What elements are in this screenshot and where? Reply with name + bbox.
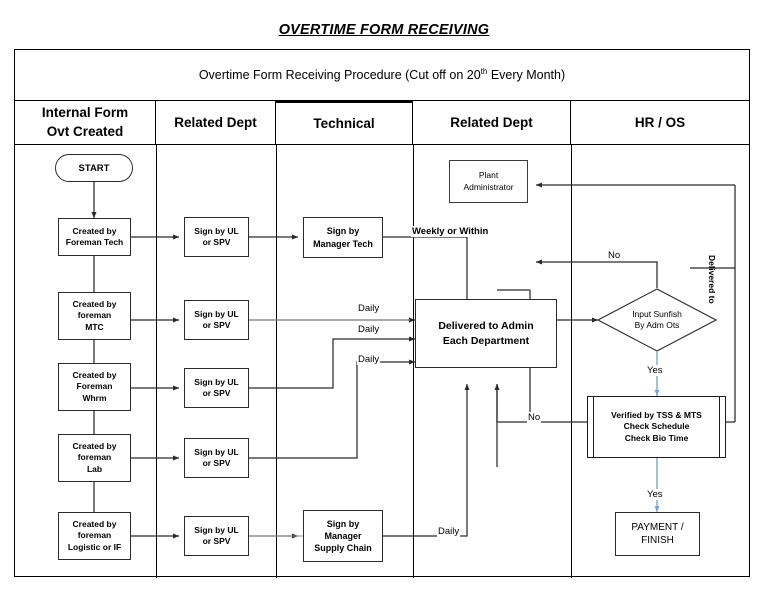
- node-line-2: Manager Tech: [313, 238, 373, 249]
- column-header-related-dept-1: Related Dept: [156, 101, 276, 144]
- node-created-by-foreman-whrm[interactable]: Created by Foreman Whrm: [58, 363, 131, 411]
- subtitle-text: Overtime Form Receiving Procedure (Cut o…: [199, 67, 565, 82]
- header-line-1: HR / OS: [634, 114, 686, 130]
- node-line-2: Check Schedule: [623, 421, 690, 432]
- node-line-1: Delivered to Admin: [438, 320, 534, 333]
- edge-label-yes-2: Yes: [646, 489, 664, 500]
- node-line-1: Sign by: [326, 518, 360, 529]
- edge-label-daily-2: Daily: [357, 324, 381, 335]
- page-title: OVERTIME FORM RECEIVING: [278, 22, 490, 38]
- column-header-technical: Technical: [276, 101, 413, 144]
- node-label: START: [78, 162, 110, 174]
- subtitle-suffix: Every Month): [487, 68, 566, 83]
- node-line-1: Created by: [72, 440, 117, 451]
- header-line-1: Internal Form: [41, 105, 129, 121]
- node-line-2: Foreman Tech: [65, 237, 124, 247]
- node-start[interactable]: START: [55, 154, 133, 182]
- column-divider-1: [156, 145, 157, 578]
- node-line-1: Sign by UL: [194, 446, 239, 457]
- subtitle-prefix: Overtime Form Receiving Procedure (Cut o…: [198, 68, 481, 83]
- column-divider-3: [413, 145, 414, 578]
- header-line-2: Ovt Created: [46, 123, 124, 139]
- node-input-sunfish-by-adm-ots[interactable]: Input Sunfish By Adm Ots: [597, 288, 717, 352]
- node-created-by-foreman-mtc[interactable]: Created by foreman MTC: [58, 292, 131, 340]
- node-plant-administrator[interactable]: Plant Administrator: [449, 160, 528, 203]
- node-line-1: Created by: [72, 518, 117, 529]
- node-line-2: or SPV: [202, 320, 231, 330]
- node-label-group: Input Sunfish By Adm Ots: [632, 309, 682, 332]
- edge-label-yes-1: Yes: [646, 365, 664, 376]
- node-line-3: MTC: [85, 321, 104, 332]
- node-line-3: Whrm: [82, 392, 107, 403]
- node-created-by-foreman-lab[interactable]: Created by foreman Lab: [58, 434, 131, 482]
- node-line-2: Manager: [324, 530, 362, 541]
- node-line-3: Lab: [86, 463, 103, 474]
- node-created-by-foreman-logistic-or-if[interactable]: Created by foreman Logistic or IF: [58, 512, 131, 560]
- column-header-row: Internal Form Ovt Created Related Dept T…: [15, 101, 749, 145]
- node-line-1: Plant: [478, 170, 499, 181]
- node-line-1: Sign by UL: [194, 308, 239, 319]
- header-line-1: Related Dept: [450, 114, 533, 130]
- node-sign-by-ul-or-spv-2[interactable]: Sign by UL or SPV: [184, 300, 249, 340]
- node-line-1: Created by: [72, 225, 117, 236]
- node-line-2: or SPV: [202, 237, 231, 247]
- node-line-1: Sign by: [326, 226, 360, 237]
- node-sign-by-ul-or-spv-1[interactable]: Sign by UL or SPV: [184, 217, 249, 257]
- column-header-hr-os: HR / OS: [571, 101, 749, 144]
- node-line-3: Logistic or IF: [67, 541, 122, 552]
- node-verified-by-tss-and-mts[interactable]: Verified by TSS & MTS Check Schedule Che…: [587, 396, 726, 458]
- node-line-1: Input Sunfish: [632, 308, 682, 319]
- header-line-1: Technical: [313, 115, 375, 131]
- node-line-2: By Adm Ots: [634, 320, 680, 330]
- node-payment-finish[interactable]: PAYMENT / FINISH: [615, 512, 700, 556]
- node-line-2: Foreman: [76, 381, 113, 392]
- edge-label-weekly-or-within: Weekly or Within: [411, 226, 490, 237]
- node-sign-by-manager-tech[interactable]: Sign by Manager Tech: [303, 217, 383, 258]
- edge-label-no-top: No: [607, 250, 622, 261]
- node-line-2: or SPV: [202, 388, 231, 398]
- node-line-2: FINISH: [641, 535, 674, 546]
- column-divider-4: [571, 145, 572, 578]
- edge-label-delivered-to: Delivered to: [707, 255, 717, 304]
- node-sign-by-ul-or-spv-5[interactable]: Sign by UL or SPV: [184, 516, 249, 556]
- node-line-1: Sign by UL: [194, 376, 239, 387]
- node-sign-by-ul-or-spv-3[interactable]: Sign by UL or SPV: [184, 368, 249, 408]
- node-line-2: foreman: [77, 452, 112, 463]
- column-divider-2: [276, 145, 277, 578]
- node-line-2: or SPV: [202, 458, 231, 468]
- node-line-2: Administrator: [463, 181, 514, 192]
- node-line-3: Supply Chain: [314, 543, 372, 554]
- node-line-1: Sign by UL: [194, 524, 239, 535]
- column-header-internal-form-ovt-created: Internal Form Ovt Created: [15, 101, 156, 144]
- node-line-1: Sign by UL: [194, 225, 239, 236]
- node-line-2: foreman: [77, 310, 112, 321]
- node-sign-by-ul-or-spv-4[interactable]: Sign by UL or SPV: [184, 438, 249, 478]
- edge-label-no-mid: No: [527, 412, 542, 423]
- node-line-2: Each Department: [442, 334, 530, 347]
- node-line-1: Verified by TSS & MTS: [611, 409, 702, 420]
- node-sign-by-manager-supply-chain[interactable]: Sign by Manager Supply Chain: [303, 510, 383, 562]
- node-line-1: Created by: [72, 298, 117, 309]
- node-line-1: PAYMENT /: [631, 521, 684, 533]
- node-line-1: Created by: [72, 369, 117, 380]
- edge-label-daily-3: Daily: [357, 354, 381, 365]
- edge-label-daily-4: Daily: [437, 526, 461, 537]
- node-delivered-to-admin-each-department[interactable]: Delivered to Admin Each Department: [415, 299, 557, 368]
- node-line-3: Check Bio Time: [624, 432, 689, 443]
- subtitle-superscript: th: [480, 67, 488, 77]
- node-created-by-foreman-tech[interactable]: Created by Foreman Tech: [58, 218, 131, 256]
- column-header-related-dept-2: Related Dept: [413, 101, 571, 144]
- decision-diamond-shape: [597, 288, 717, 352]
- node-line-2: or SPV: [202, 536, 231, 546]
- header-line-1: Related Dept: [174, 114, 257, 130]
- node-line-2: foreman: [77, 530, 112, 541]
- edge-label-daily-1: Daily: [357, 303, 381, 314]
- subtitle-row: Overtime Form Receiving Procedure (Cut o…: [15, 50, 749, 101]
